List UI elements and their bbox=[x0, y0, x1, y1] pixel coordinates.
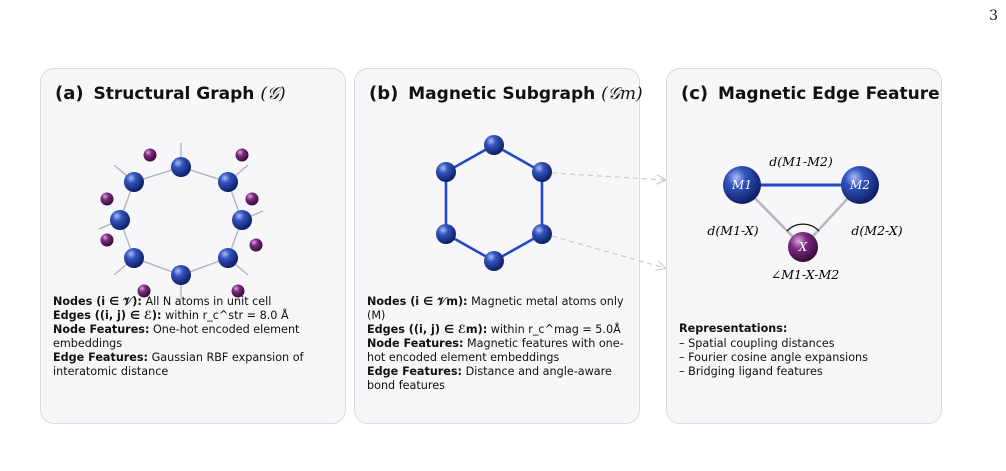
panel-b-edges-text: within r_c^mag = 5.0Å bbox=[490, 323, 621, 336]
atom-x bbox=[788, 232, 818, 262]
panel-b-edge-features-label: Edge Features: bbox=[367, 365, 463, 378]
metal-atoms bbox=[110, 157, 252, 285]
representation-item: – Spatial coupling distances bbox=[679, 337, 835, 350]
panel-b-edges: Edges ((i, j) ∈ ℰm): within r_c^mag = 5.… bbox=[367, 323, 631, 337]
atom-m2 bbox=[841, 166, 879, 204]
panel-a-nodes-label: Nodes (i ∈ 𝒱): bbox=[53, 295, 142, 308]
atom-x-label: X bbox=[798, 240, 808, 254]
atom-m1-label: M1 bbox=[731, 178, 752, 192]
panel-b-nodes-text: Magnetic metal atoms only (M) bbox=[367, 295, 624, 322]
panel-b-title: (b) Magnetic Subgraph (𝒢m) bbox=[369, 83, 643, 104]
panel-a-title-text: Structural Graph bbox=[93, 84, 255, 104]
panel-b-edge-features-text: Distance and angle-aware bond features bbox=[367, 365, 612, 392]
representation-item: – Fourier cosine angle expansions bbox=[679, 351, 868, 364]
label-angle: ∠M1-X-M2 bbox=[771, 267, 839, 282]
panel-c-letter: (c) bbox=[681, 83, 709, 104]
panel-b-nodes: Nodes (i ∈ 𝒱m): Magnetic metal atoms onl… bbox=[367, 295, 631, 323]
panel-magnetic-subgraph: (b) Magnetic Subgraph (𝒢m) Nodes (i ∈ 𝒱m… bbox=[354, 68, 643, 424]
structural-graph-diagram bbox=[98, 143, 264, 299]
angle-arc bbox=[786, 223, 820, 232]
panel-a-description: Nodes (i ∈ 𝒱): All N atoms in unit cell … bbox=[53, 295, 335, 379]
panel-b-edge-features: Edge Features: Distance and angle-aware … bbox=[367, 365, 631, 393]
panel-a-edge-features-label: Edge Features: bbox=[53, 351, 149, 364]
panel-a-edges-label: Edges ((i, j) ∈ ℰ): bbox=[53, 309, 162, 322]
label-d-m1-x: d(M1-X) bbox=[707, 223, 758, 238]
panel-a-node-features-label: Node Features: bbox=[53, 323, 150, 336]
panel-a-edges-text: within r_c^str = 8.0 Å bbox=[165, 309, 289, 322]
label-d-m2-x: d(M2-X) bbox=[851, 223, 902, 238]
magnetic-subgraph-diagram bbox=[436, 135, 552, 271]
connector-arrow-top bbox=[551, 172, 665, 180]
connector-arrow-bottom bbox=[551, 235, 665, 268]
panel-b-title-text: Magnetic Subgraph bbox=[408, 84, 596, 104]
atom-m1 bbox=[723, 166, 761, 204]
magnetic-metal-atoms bbox=[436, 135, 552, 271]
panel-a-letter: (a) bbox=[55, 83, 84, 104]
ligand-atoms bbox=[100, 148, 263, 298]
panel-a-symbol: (𝒢) bbox=[260, 84, 286, 104]
panel-a-title: (a) Structural Graph (𝒢) bbox=[55, 83, 286, 104]
label-d-m1-m2: d(M1-M2) bbox=[769, 154, 833, 169]
panel-magnetic-edge-feature: (c) Magnetic Edge Feature M1 M2 X d(M1-M… bbox=[666, 68, 942, 424]
panel-c-title: (c) Magnetic Edge Feature bbox=[681, 83, 940, 104]
panel-a-node-features: Node Features: One-hot encoded element e… bbox=[53, 323, 335, 351]
page-number: 3 bbox=[989, 8, 998, 24]
panel-b-node-features-text: Magnetic features with one-hot encoded e… bbox=[367, 337, 624, 364]
panel-a-edge-features: Edge Features: Gaussian RBF expansion of… bbox=[53, 351, 335, 379]
panel-a-node-features-text: One-hot encoded element embeddings bbox=[53, 323, 300, 350]
panel-c-description: Representations: – Spatial coupling dist… bbox=[679, 322, 933, 379]
panel-structural-graph: (a) Structural Graph (𝒢) bbox=[40, 68, 346, 424]
panel-b-description: Nodes (i ∈ 𝒱m): Magnetic metal atoms onl… bbox=[367, 295, 631, 393]
panel-b-symbol: (𝒢m) bbox=[601, 84, 643, 104]
panel-a-edges: Edges ((i, j) ∈ ℰ): within r_c^str = 8.0… bbox=[53, 309, 335, 323]
atom-m2-label: M2 bbox=[849, 178, 870, 192]
panel-b-node-features: Node Features: Magnetic features with on… bbox=[367, 337, 631, 365]
panel-c-title-text: Magnetic Edge Feature bbox=[718, 84, 940, 104]
panel-b-nodes-label: Nodes (i ∈ 𝒱m): bbox=[367, 295, 468, 308]
panel-b-edges-label: Edges ((i, j) ∈ ℰm): bbox=[367, 323, 488, 336]
panel-a-edge-features-text: Gaussian RBF expansion of interatomic di… bbox=[53, 351, 304, 378]
magnetic-edge-diagram: M1 M2 X d(M1-M2) d(M1-X) d(M2-X) ∠M1-X-M… bbox=[707, 154, 902, 282]
panel-a-nodes: Nodes (i ∈ 𝒱): All N atoms in unit cell bbox=[53, 295, 335, 309]
representation-item: – Bridging ligand features bbox=[679, 365, 823, 378]
panel-b-node-features-label: Node Features: bbox=[367, 337, 464, 350]
panel-a-nodes-text: All N atoms in unit cell bbox=[145, 295, 272, 308]
panel-b-letter: (b) bbox=[369, 83, 399, 104]
representations-title: Representations: bbox=[679, 322, 788, 335]
